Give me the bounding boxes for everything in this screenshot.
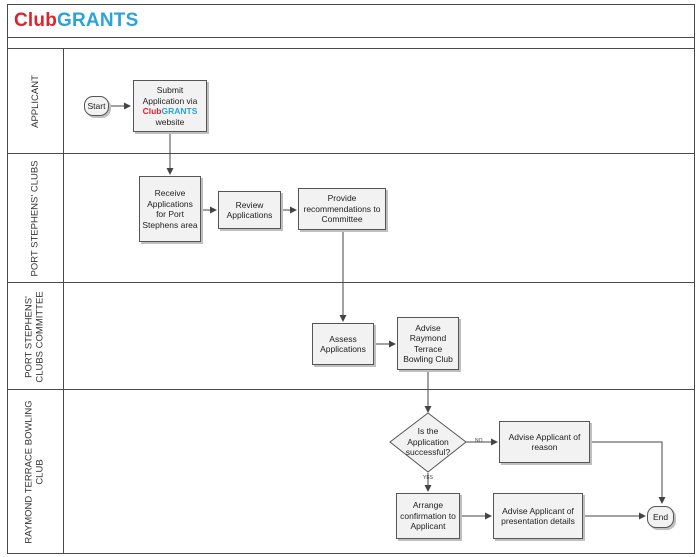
advise-presentation-label: Advise Applicant of presentation details	[501, 505, 575, 527]
header-strip	[7, 37, 695, 49]
submit-application-box: Submit Application via ClubGRANTS websit…	[133, 80, 207, 132]
decision-label: Is the Application successful?	[405, 426, 451, 457]
lane-header-applicant: APPLICANT	[7, 49, 64, 154]
title-grants: GRANTS	[57, 10, 139, 31]
submit-line4: website	[155, 116, 185, 127]
advise-reason-label: Advise Applicant of reason	[508, 431, 581, 453]
title-club: Club	[14, 10, 58, 31]
assess-label: Assess Applications	[320, 333, 366, 355]
lane-header-clubs: PORT STEPHENS' CLUBS	[7, 154, 64, 283]
edge-label-yes: YES	[423, 475, 434, 481]
assess-applications-box: Assess Applications	[312, 323, 374, 365]
provide-label: Provide recommendations to Committee	[303, 193, 381, 225]
page-title: ClubGRANTS	[14, 10, 138, 32]
receive-label: Receive Applications for Port Stephens a…	[142, 188, 198, 230]
end-label: End	[652, 512, 669, 522]
lane-header-committee: PORT STEPHENS'CLUBS COMMITTEE	[7, 283, 64, 390]
provide-recommendations-box: Provide recommendations to Committee	[298, 188, 386, 230]
submit-grants: GRANTS	[161, 106, 198, 116]
review-applications-box: Review Applications	[218, 191, 281, 229]
receive-applications-box: Receive Applications for Port Stephens a…	[139, 176, 201, 242]
advise-presentation-box: Advise Applicant of presentation details	[493, 493, 583, 539]
arrange-label: Arrange confirmation to Applicant	[400, 500, 456, 532]
review-label: Review Applications	[226, 199, 273, 221]
submit-club: Club	[142, 106, 162, 116]
submit-line2: Application via	[142, 95, 198, 106]
advise-rtbc-box: Advise Raymond Terrace Bowling Club	[397, 317, 459, 370]
title-bar: ClubGRANTS	[7, 4, 695, 38]
edge-label-no: NO	[475, 438, 483, 444]
edge-reason-end	[590, 441, 666, 504]
lane-committee	[7, 283, 695, 390]
arrange-confirmation-box: Arrange confirmation to Applicant	[396, 493, 460, 539]
start-label: Start	[87, 101, 106, 111]
lane-port-stephens-clubs	[7, 154, 695, 283]
lane-applicant	[7, 49, 695, 154]
start-terminal: Start	[84, 96, 109, 116]
advise-rtbc-label: Advise Raymond Terrace Bowling Club	[403, 322, 453, 365]
end-terminal: End	[647, 506, 674, 528]
decision-diamond	[389, 412, 467, 473]
submit-clubgrants: ClubGRANTS	[143, 106, 198, 117]
advise-reason-box: Advise Applicant of reason	[499, 421, 590, 463]
submit-line1: Submit	[156, 85, 184, 95]
